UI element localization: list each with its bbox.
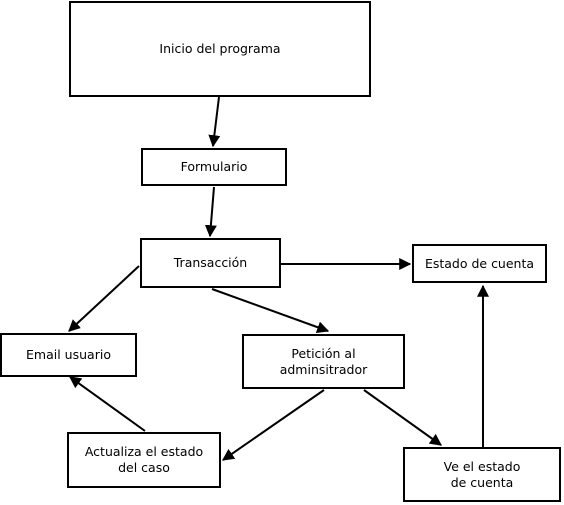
node-formulario: Formulario (141, 148, 287, 186)
node-ve-estado-de-cuenta: Ve el estado de cuenta (403, 447, 561, 502)
node-label: Inicio del programa (159, 41, 281, 56)
arrow-actualiza-to-email-usuario (69, 376, 146, 432)
arrow-transaccion-to-email-usuario (68, 265, 140, 332)
node-label: Email usuario (26, 347, 111, 362)
arrow-inicio-to-formulario (208, 96, 221, 148)
node-actualiza-estado-caso: Actualiza el estado del caso (67, 432, 221, 488)
node-label: Estado de cuenta (424, 255, 535, 271)
node-transaccion: Transacción (140, 238, 281, 288)
arrow-formulario-to-transaccion (204, 186, 217, 238)
node-label: Petición al adminsitrador (279, 345, 368, 377)
node-estado-de-cuenta: Estado de cuenta (412, 244, 547, 283)
arrow-transaccion-to-peticion (211, 288, 330, 333)
node-email-usuario: Email usuario (0, 333, 137, 377)
node-label: Ve el estado de cuenta (443, 458, 521, 490)
node-label: Actualiza el estado del caso (84, 444, 204, 475)
node-inicio-del-programa: Inicio del programa (69, 1, 371, 97)
node-label: Transacción (173, 255, 248, 270)
arrow-peticion-to-actualiza (222, 389, 325, 461)
node-label: Formulario (180, 159, 248, 174)
node-peticion-al-administrador: Petición al adminsitrador (242, 334, 405, 389)
arrow-peticion-to-ve-estado (363, 389, 442, 446)
